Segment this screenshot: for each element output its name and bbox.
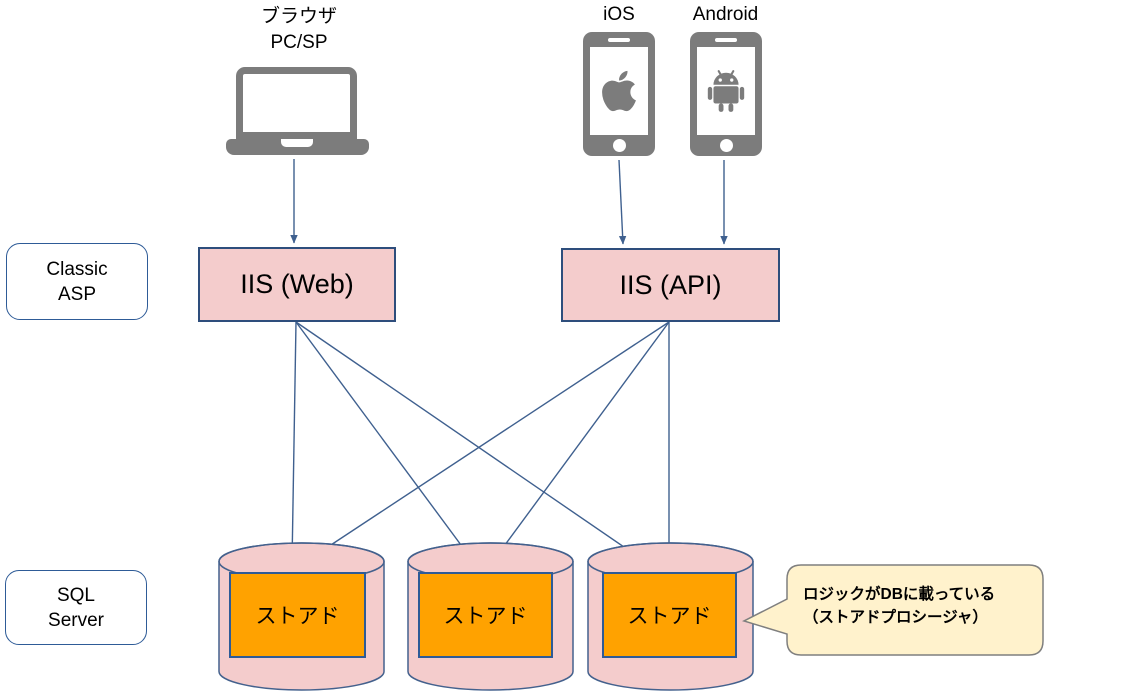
phone-home-button xyxy=(719,139,733,152)
android-device-label: Android xyxy=(692,4,759,25)
arrow-api-to-db1 xyxy=(298,321,670,567)
android-screen xyxy=(697,47,755,135)
stored-proc-box: ストアド xyxy=(229,572,366,658)
browser-label-line1: ブラウザ xyxy=(260,6,337,27)
iphone-icon xyxy=(583,32,655,156)
iis-web-box: IIS (Web) xyxy=(198,247,396,322)
classic-asp-line2: ASP xyxy=(57,283,97,305)
laptop-base xyxy=(226,139,369,155)
arrow-web-to-db2 xyxy=(295,321,479,569)
android-robot-icon xyxy=(707,70,745,112)
arrow-api-to-db2 xyxy=(487,321,670,569)
android-phone-icon xyxy=(690,32,762,156)
iis-api-box: IIS (API) xyxy=(561,248,780,322)
arrow-web-to-db1 xyxy=(288,321,297,565)
apple-icon xyxy=(602,70,636,112)
stored-proc-box: ストアド xyxy=(418,572,553,658)
callout-note: ロジックがDBに載っている （ストアドプロシージャ） xyxy=(803,583,1035,629)
sql-server-line2: Server xyxy=(48,609,104,631)
browser-device-label: ブラウザ PC/SP xyxy=(219,4,379,56)
laptop-notch xyxy=(281,139,313,147)
callout-line2: （ストアドプロシージャ） xyxy=(803,609,988,626)
iphone-screen xyxy=(590,47,648,135)
classic-asp-box: Classic ASP xyxy=(6,243,148,320)
phone-speaker xyxy=(608,38,630,42)
arrow-web-to-db3 xyxy=(295,321,657,570)
callout-bubble xyxy=(742,564,1044,656)
sql-server-line1: SQL xyxy=(56,584,96,606)
ios-device-label: iOS xyxy=(603,4,635,25)
laptop-icon xyxy=(236,67,357,139)
callout-line1: ロジックがDBに載っている xyxy=(803,586,996,603)
device-arrows xyxy=(290,159,728,245)
classic-asp-line1: Classic xyxy=(46,258,108,280)
phone-home-button xyxy=(612,139,626,152)
arrow-ios-to-iis-api xyxy=(618,159,627,245)
server-db-arrows xyxy=(288,321,673,570)
sql-server-box: SQL Server xyxy=(5,570,147,645)
browser-label-line2: PC/SP xyxy=(270,32,328,53)
phone-speaker xyxy=(715,38,737,42)
stored-proc-box: ストアド xyxy=(602,572,737,658)
